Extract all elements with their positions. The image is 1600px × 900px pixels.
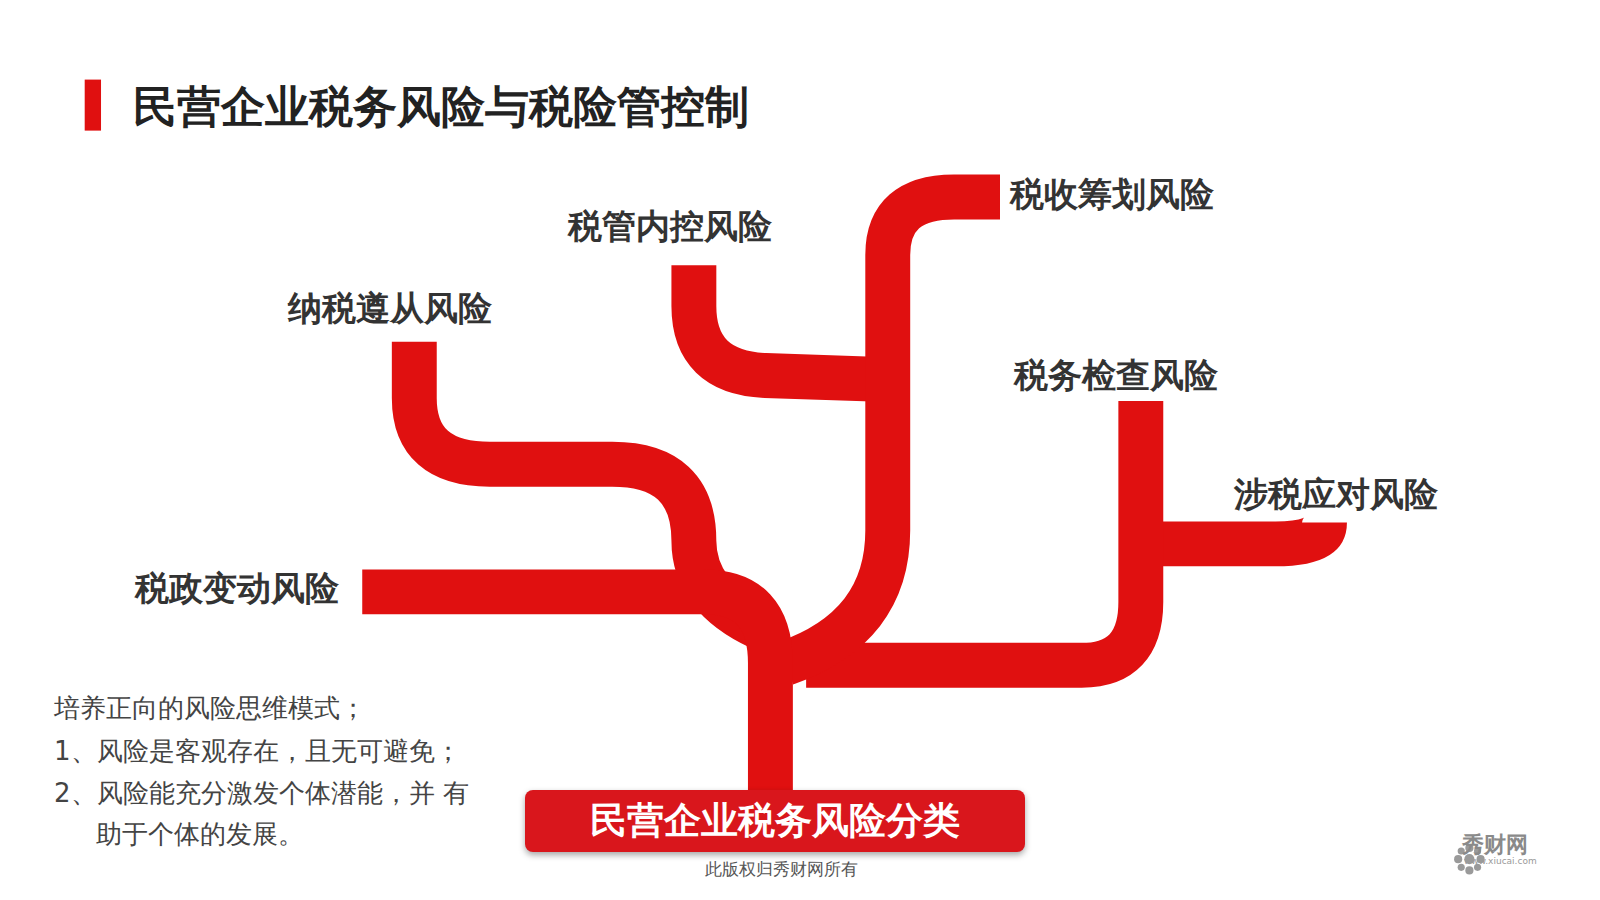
tree-branches [362,197,1324,806]
note-line: 培养正向的风险思维模式； [54,688,366,729]
branch-label: 税务检查风险 [1014,353,1218,399]
branch-label: 税政变动风险 [135,566,339,612]
watermark: 秀财网 [1462,830,1528,860]
branch-label: 纳税遵从风险 [288,286,492,332]
note-line: 2、风险能充分激发个体潜能，并 有助于个体的发展。 [54,773,494,855]
title-bar [85,80,101,131]
title: 民营企业税务风险与税险管控制 [133,78,749,137]
branch [786,197,1000,663]
branch [1141,522,1325,543]
branch-label: 税管内控风险 [568,204,772,250]
watermark-url: www.xiucai.com [1464,856,1537,866]
copyright: 此版权归秀财网所有 [705,858,858,881]
branch-label: 税收筹划风险 [1010,172,1214,218]
note-line: 1、风险是客观存在，且无可避免； [54,731,461,772]
branch [694,265,888,379]
category-box: 民营企业税务风险分类 [525,790,1025,852]
branch-label: 涉税应对风险 [1234,472,1438,518]
trunk [362,592,770,806]
box-title: 民营企业税务风险分类 [590,796,960,846]
